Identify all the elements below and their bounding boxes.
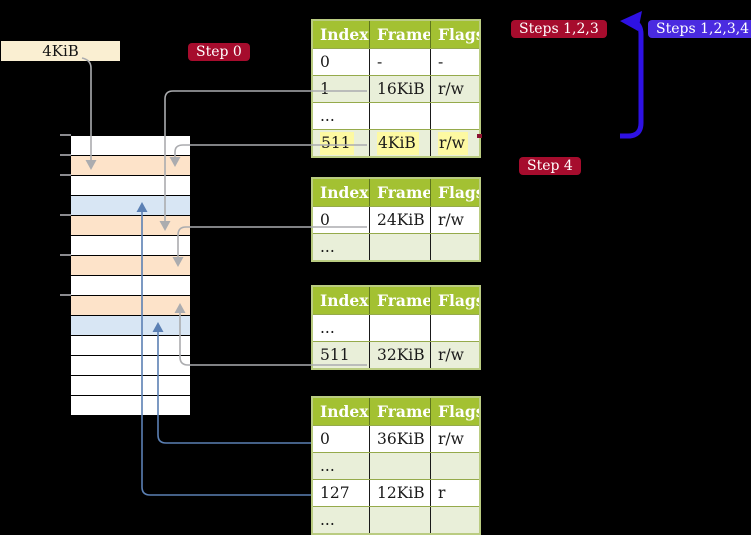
badge-step-0: Step 0: [188, 43, 250, 61]
memory-frame-row-orange: [71, 216, 190, 236]
table-row-ellipsis: ...: [313, 233, 479, 260]
memory-frame-row-white: [71, 396, 190, 416]
highlighted-value: r/w: [438, 132, 468, 155]
memory-frame-row-white: [71, 135, 190, 156]
table-header-row: Index Frame Flags: [313, 21, 479, 48]
memory-frame-row-orange: [71, 156, 190, 176]
address-tick: [60, 154, 71, 156]
memory-frame-row-white: [71, 336, 190, 356]
table-header-row: Index Frame Flags: [313, 398, 479, 425]
table-row: 1 16KiB r/w: [313, 75, 479, 102]
table-row-ellipsis: ...: [313, 452, 479, 479]
column-header-index: Index: [320, 183, 369, 202]
column-header-flags: Flags: [430, 179, 479, 206]
table-row-ellipsis: ...: [313, 506, 479, 533]
highlighted-value: 4KiB: [377, 132, 419, 155]
table-row-highlighted: 511 4KiB r/w: [313, 129, 479, 156]
column-header-frame: Frame: [369, 179, 430, 206]
address-tick: [60, 294, 71, 296]
page-table-level-1: Index Frame Flags 0 36KiB r/w ... 127 12…: [311, 396, 481, 535]
column-header-frame: Frame: [369, 398, 430, 425]
memory-strip: [71, 135, 190, 416]
table-row: 511 32KiB r/w: [313, 341, 479, 368]
table-header-row: Index Frame Flags: [313, 179, 479, 206]
column-header-flags: Flags: [430, 398, 479, 425]
memory-frame-row-white: [71, 176, 190, 196]
address-tick: [60, 174, 71, 176]
table-row-ellipsis: ...: [313, 314, 479, 341]
address-tick: [60, 254, 71, 256]
column-header-frame: Frame: [369, 21, 430, 48]
table-row: 127 12KiB r: [313, 479, 479, 506]
memory-frame-row-blue: [71, 196, 190, 216]
column-header-flags: Flags: [430, 287, 479, 314]
highlighted-value: 511: [320, 132, 354, 155]
column-header-index: Index: [320, 291, 369, 310]
memory-frame-row-white: [71, 236, 190, 256]
address-tick: [60, 134, 71, 136]
badge-steps-1-2-3-4: Steps 1,2,3,4: [648, 20, 751, 38]
big-loop-arrow-steps: [620, 18, 644, 139]
memory-frame-row-white: [71, 356, 190, 376]
table-row-ellipsis: ...: [313, 102, 479, 129]
column-header-flags: Flags: [430, 21, 479, 48]
table-header-row: Index Frame Flags: [313, 287, 479, 314]
frame-size-label: 4KiB: [1, 41, 120, 61]
column-header-index: Index: [320, 25, 369, 44]
page-table-level-3: Index Frame Flags 0 24KiB r/w ...: [311, 177, 481, 262]
address-tick: [60, 214, 71, 216]
table-row: 0 - -: [313, 48, 479, 75]
table-row: 0 36KiB r/w: [313, 425, 479, 452]
memory-frame-row-white: [71, 376, 190, 396]
page-table-level-2: Index Frame Flags ... 511 32KiB r/w: [311, 285, 481, 370]
page-table-level-top: Index Frame Flags 0 - - 1 16KiB r/w ... …: [311, 19, 481, 158]
memory-frame-row-white: [71, 276, 190, 296]
badge-step-4: Step 4: [519, 157, 581, 175]
big-loop-arrowhead: [620, 11, 642, 31]
column-header-frame: Frame: [369, 287, 430, 314]
memory-frame-row-orange: [71, 296, 190, 316]
badge-steps-1-2-3: Steps 1,2,3: [511, 20, 607, 38]
memory-frame-row-orange: [71, 256, 190, 276]
column-header-index: Index: [320, 402, 369, 421]
table-row: 0 24KiB r/w: [313, 206, 479, 233]
memory-frame-row-blue: [71, 316, 190, 336]
